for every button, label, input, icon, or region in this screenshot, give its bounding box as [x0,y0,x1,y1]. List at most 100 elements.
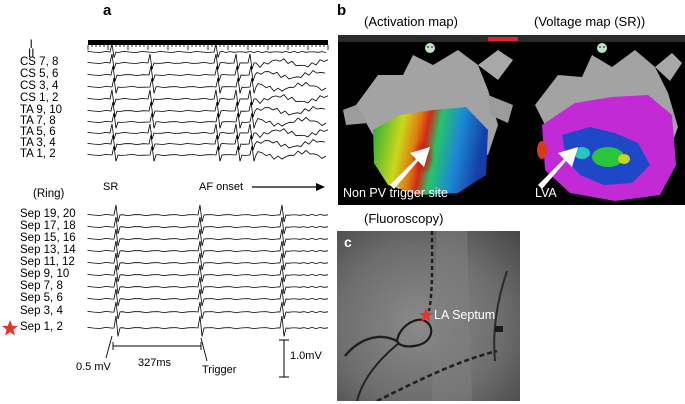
lead-label-sep-17-18: Sep 17, 18 [20,220,76,232]
trace-ring-lead [87,315,329,337]
trace-ring-lead [87,240,329,259]
catheter-shaft-left [344,335,398,357]
star-shape-c [418,307,434,322]
surface-leads-label: I II [28,39,35,60]
lva-arrow [538,147,578,189]
ring-label: (Ring) [33,188,65,200]
trace-top-lead [87,145,327,162]
amplitude-pointer [105,335,113,359]
trigger-pointer [200,337,208,362]
trace-ring-lead [87,204,329,223]
lead-label-sep-13-14: Sep 13, 14 [20,244,76,256]
la-septum-label: LA Septum [434,308,496,322]
lead-label-sep-5-6: Sep 5, 6 [20,292,63,304]
vein-right [488,95,513,123]
panel-letter-b: b [337,2,347,19]
orientation-head-a [425,43,435,53]
trace-top-lead [87,101,326,118]
star-icon [2,320,18,336]
orientation-icon [597,43,607,53]
activation-map-toolbar [338,35,520,42]
trace-top-lead [87,53,329,70]
scale-bar-label: 1.0mV [290,350,322,362]
vein-left [343,105,368,125]
trace-top-lead [87,123,329,140]
lead-label-II: II [28,48,35,60]
lva-green-patch [592,147,624,167]
orientation-eye-right-a [431,46,433,48]
trace-top-lead [87,134,326,151]
trigger-label: Trigger [202,364,237,376]
pacemaker-lead-tip [495,326,503,332]
la-septum-star-icon [418,307,434,322]
catheter-shaft-lower [356,342,400,401]
lead-label-sep-19-20: Sep 19, 20 [20,208,76,220]
lva-teal-patch [574,147,590,159]
af-onset-arrow-head [316,183,325,191]
lead-label-cs-1-2: CS 1, 2 [20,92,59,104]
vertebral-shadow [432,231,472,401]
trace-ring-lead [87,264,329,283]
trace-ring-lead [87,288,329,307]
lead-label-sep-3-4: Sep 3, 4 [20,305,63,317]
amplitude-label: 0.5 mV [76,361,111,373]
lead-label-ta-5-6: TA 5, 6 [20,126,56,138]
trace-top-lead [87,112,327,129]
lead-label-sep-1-2: Sep 1, 2 [20,321,63,333]
voltage-map-title: (Voltage map (SR)) [534,14,646,29]
sr-label: SR [103,181,119,193]
voltage-vein-upper-right [655,53,682,81]
voltage-map-toolbar [520,35,685,42]
trace-ring-lead [87,301,329,320]
activation-map-title: (Activation map) [364,14,458,29]
orientation-eye-right-b [603,46,605,48]
lead-label-ta-3-4: TA 3, 4 [20,137,56,149]
fluoroscopy-image [337,231,520,401]
lead-label-ta-7-8: TA 7, 8 [20,115,56,127]
lead-label-ta-9-10: TA 9, 10 [20,104,62,116]
trace-top-lead [87,77,327,94]
activation-map-color-bar [488,37,518,41]
trace-ring-lead [87,252,329,271]
trace-top-lead [87,65,326,82]
catheter-dashed [427,231,434,312]
trigger-site-label: Non PV trigger site [343,186,448,200]
lead-label-sep-7-8: Sep 7, 8 [20,280,63,292]
lead-label-cs-7-8: CS 7, 8 [20,56,59,68]
interval-label: 327ms [138,357,172,369]
trace-ring-lead [87,276,329,295]
panel-letter-c: c [344,234,352,250]
lead-label-sep-9-10: Sep 9, 10 [20,268,70,280]
lead-label-I: I [29,39,33,51]
voltage-map-image [520,35,685,205]
egm-traces [87,40,329,378]
lead-label-ta-1-2: TA 1, 2 [20,148,56,160]
time-ruler-bar [88,40,328,45]
trigger-site-arrow [390,147,430,189]
lead-label-cs-5-6: CS 5, 6 [20,68,59,80]
trace-ring-lead [87,228,329,247]
orientation-eye-left-b [599,46,601,48]
lva-label: LVA [535,186,557,200]
catheter-cs [376,349,498,401]
fluoroscopy-title: (Fluoroscopy) [364,211,444,226]
catheter-ring [395,318,433,348]
lva-yellow-patch [618,154,630,164]
catheter-right [493,270,508,362]
time-ruler [87,40,329,50]
border-red-patch [537,141,547,159]
lead-label-cs-3-4: CS 3, 4 [20,80,59,92]
activation-map-image [338,35,520,205]
orientation-eye-left-a [427,46,429,48]
lead-label-sep-15-16: Sep 15, 16 [20,232,76,244]
af-onset-label: AF onset [199,181,244,193]
orientation-head-b [597,43,607,53]
panel-letter-a: a [103,2,112,19]
star-shape-a [2,320,18,336]
trace-ring-lead [87,216,329,235]
trace-top-lead [87,89,329,106]
lead-label-sep-11-12: Sep 11, 12 [20,256,75,268]
vein-upper-right [478,50,513,80]
trace-surface-II [87,43,327,58]
orientation-icon [425,43,435,53]
